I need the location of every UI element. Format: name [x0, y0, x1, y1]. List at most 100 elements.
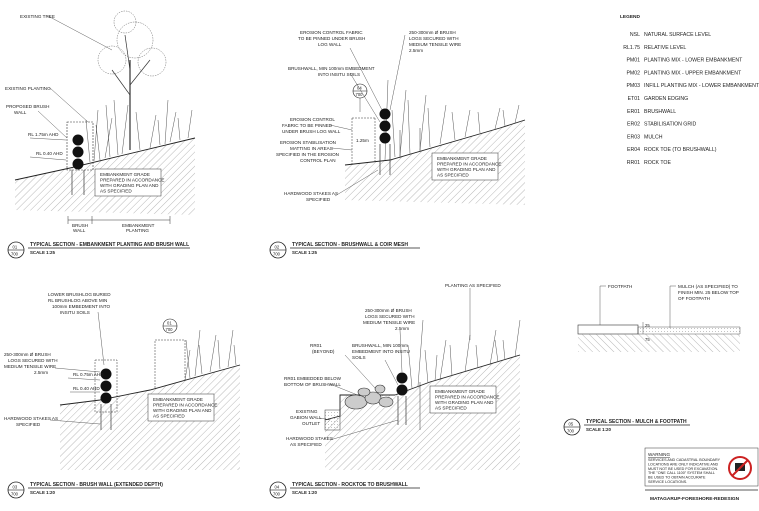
- label-logs-1: 250-300mm Ø BRUSH: [4, 352, 51, 357]
- section-title: TYPICAL SECTION - EMBANKMENT PLANTING AN…: [30, 242, 189, 248]
- dimension-line: [67, 216, 171, 224]
- legend-code: ER03: [627, 134, 640, 140]
- label-mulch-3: OF FOOTPATH: [678, 296, 710, 301]
- label-mulch-2: FINISH MIN. 25 BELOW TOP: [678, 290, 739, 295]
- label-stakes-2: SPECIFIED: [16, 422, 41, 427]
- legend-label: PLANTING MIX - LOWER EMBANKMENT: [644, 58, 743, 64]
- grade-note-1: EMBANKMENT GRADE: [437, 156, 487, 161]
- section-title: TYPICAL SECTION - BRUSHWALL & COIR MESH: [292, 242, 408, 248]
- warning-line: LOCATIONS ARE ONLY INDICATIVE AND: [648, 462, 719, 466]
- fabric-line: [351, 117, 376, 165]
- ground-line: [59, 364, 241, 406]
- section-number: 03: [13, 485, 18, 490]
- grade-note-2: PREPARED IN ACCORDANCE: [437, 162, 502, 167]
- no-dig-icon: [728, 456, 752, 480]
- section-number: 02: [275, 245, 280, 250]
- label-logs-1: 250-300mm Ø BRUSH: [365, 308, 412, 313]
- grade-note-box: [94, 168, 162, 197]
- legend-code: PM03: [626, 83, 640, 89]
- label-logs-3: MEDIUM TENSILE WIRE: [363, 320, 415, 325]
- grade-note-box: [429, 385, 497, 414]
- warning-line: THE "ONE CALL 1100" SYSTEM SHALL: [648, 471, 715, 475]
- section-title-2: 02 700 TYPICAL SECTION - BRUSHWALL & COI…: [269, 241, 420, 259]
- warning-title: WARNING: [648, 452, 670, 457]
- label-gabion-2: GABION WALL: [290, 415, 322, 420]
- legend-label: PLANTING MIX - UPPER EMBANKMENT: [644, 70, 742, 76]
- grade-note-2: PREPARED IN ACCORDANCE: [435, 395, 500, 400]
- label-emb-2: BOTTOM OF BRUSHWALL: [284, 382, 341, 387]
- warning-line: BE USED TO OBTAIN ACCURATE: [648, 476, 706, 480]
- grade-note-3: WITH GRADING PLAN AND: [100, 183, 159, 188]
- legend-code: RL1.75: [623, 45, 640, 51]
- label-ecf-3: LOG WALL: [318, 42, 342, 47]
- label-emb-1: RR01 EMBEDDED BELOW: [284, 376, 342, 381]
- legend-code: RR01: [627, 160, 640, 166]
- section-scale: SCALE 1:20: [586, 427, 611, 432]
- label-rl-bottom: RL 0.40 AHD: [36, 151, 63, 156]
- ground-hatch: [325, 355, 520, 470]
- dim-label: 1.25m: [356, 138, 369, 143]
- label-stakes-1: HARDWOOD STAKES: [286, 436, 333, 441]
- ground-line: [344, 119, 526, 166]
- ground-hatch: [578, 334, 740, 352]
- legend-label: ROCK TOE (TO BRUSHWALL): [644, 147, 717, 153]
- warning-line: SERVICE LOCATIONS.: [648, 480, 687, 484]
- label-stakes-2: SPECIFIED: [306, 197, 331, 202]
- label-rl-top: RL 1.75m AHD: [28, 132, 59, 137]
- label-lower-2: RL BRUSHLOG ABOVE MIN: [48, 298, 107, 303]
- dim-b: 75: [645, 337, 650, 342]
- warning-line: MUST NOT BE USED FOR EXCAVATION.: [648, 467, 718, 471]
- planting-grass: [407, 319, 521, 389]
- dim-a: 25: [645, 323, 650, 328]
- grade-note-1: EMBANKMENT GRADE: [100, 172, 150, 177]
- planting-grass: [184, 329, 237, 381]
- label-stakes-1: HARDWOOD STAKES AS: [4, 416, 58, 421]
- label-logs-2: LOGS SECURED WITH: [409, 36, 459, 41]
- label-logs-4: 2.5mm: [409, 48, 423, 53]
- section-title-4: 04 700 TYPICAL SECTION - ROCKTOE TO BRUS…: [269, 481, 420, 499]
- grade-note-3: WITH GRADING PLAN AND: [153, 408, 212, 413]
- legend-code: ET01: [628, 96, 641, 102]
- grade-note-3: WITH GRADING PLAN AND: [437, 167, 496, 172]
- label-bw-3: SOILS: [352, 355, 366, 360]
- label-stakes-2: AS SPECIFIED: [290, 442, 322, 447]
- legend-label: NATURAL SURFACE LEVEL: [644, 32, 711, 38]
- dim-label-embankment: EMBANKMENT: [122, 223, 155, 228]
- legend-label: MULCH: [644, 134, 663, 140]
- legend-label: ROCK TOE: [644, 160, 671, 166]
- legend-code: ER04: [627, 147, 640, 153]
- legend-code: ER01: [627, 109, 640, 115]
- grade-note-4: AS SPECIFIED: [153, 414, 185, 419]
- label-ecf2-2: FABRIC TO BE PINNED: [282, 123, 333, 128]
- label-ecf2-1: EROSION CONTROL: [290, 117, 335, 122]
- tree-icon: [97, 10, 167, 150]
- legend-label: BRUSHWALL: [644, 109, 676, 115]
- brush-log-stack: [379, 108, 391, 175]
- section-3-brush-wall-extended: 01 700 LOWER BRUSHLOG BURIED RL BRUSHLOG…: [4, 292, 241, 499]
- legend-label: GARDEN EDGING: [644, 96, 688, 102]
- section-2-brushwall-coir: 04 700 1.25m EROSION CONTROL FABRIC TO B…: [269, 30, 526, 259]
- section-sheet: 700: [273, 492, 281, 497]
- section-sheet: 700: [273, 252, 281, 257]
- label-stab-3: SPECIFIED IN THE EROSION: [276, 152, 339, 157]
- section-scale: SCALE 1:20: [292, 490, 317, 495]
- section-1-embankment-brush-wall: EXISTING TREE EXISTING PLANTING PROPOSED…: [5, 10, 196, 259]
- planting-grass: [384, 79, 520, 161]
- legend-code: PM01: [626, 58, 640, 64]
- label-lower-3: 100mm EMBEDMENT INTO: [52, 304, 110, 309]
- section-number: 01: [13, 245, 18, 250]
- label-logs-3: MEDIUM TENSILE WIRE: [4, 364, 56, 369]
- label-proposed-brush-2: WALL: [14, 110, 27, 115]
- label-logs-1: 250-300mm Ø BRUSH: [409, 30, 456, 35]
- grade-note-4: AS SPECIFIED: [100, 189, 132, 194]
- grade-note-box: [147, 393, 215, 422]
- grade-note-4: AS SPECIFIED: [437, 173, 469, 178]
- label-rr-1: RR01: [310, 343, 322, 348]
- section-scale: SCALE 1:20: [30, 490, 55, 495]
- section-sheet: 700: [11, 252, 19, 257]
- grade-note-box: [431, 152, 499, 181]
- section-5-mulch-footpath: FOOTPATH MULCH (AS SPECIFIED) TO FINISH …: [563, 284, 741, 436]
- grade-note-1: EMBANKMENT GRADE: [435, 389, 485, 394]
- label-bw-1: BRUSHWALL, MIN 100mm: [352, 343, 408, 348]
